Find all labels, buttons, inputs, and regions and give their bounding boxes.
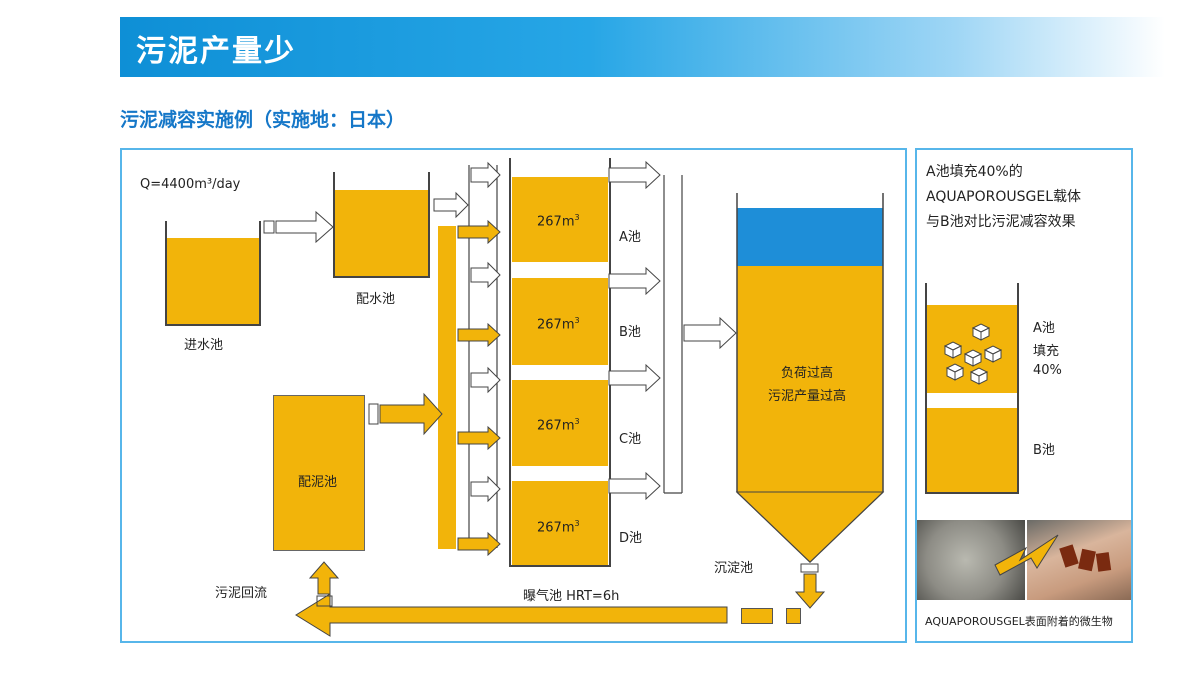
settling-tank-water xyxy=(737,208,883,266)
tank-a-volume: 267m3 xyxy=(537,213,580,230)
inlet-tank xyxy=(165,221,261,326)
aeration-label: 曝气池 HRT=6h xyxy=(523,589,620,604)
distribution-tank-label: 配水池 xyxy=(356,292,396,307)
tank-a-label: A池 xyxy=(619,230,641,245)
comparison-tank-b xyxy=(927,408,1017,492)
comparison-tank xyxy=(925,283,1019,494)
section-title: 污泥减容实施例（实施地：日本） xyxy=(120,109,406,131)
carrier-cubes xyxy=(943,323,1003,385)
arrow-inlet-to-distribution xyxy=(263,210,334,244)
inlet-tank-fill xyxy=(167,238,259,324)
aeration-tank xyxy=(509,158,611,567)
photo-caption: AQUAPOROUSGEL表面附着的微生物 xyxy=(925,615,1113,628)
microbe-photo-left xyxy=(917,520,1025,600)
tank-d-fill xyxy=(512,481,608,565)
comparison-b-label: B池 xyxy=(1033,443,1055,458)
tank-b-volume: 267m3 xyxy=(537,316,580,333)
carrier-photo-right xyxy=(1027,520,1131,600)
comparison-a-label-3: 40% xyxy=(1033,363,1062,378)
tank-a-fill xyxy=(512,177,608,262)
comparison-a-label-2: 填充 xyxy=(1033,344,1060,359)
settling-tank-label: 沉淀池 xyxy=(714,561,754,576)
sludge-distribution-tank xyxy=(273,395,365,551)
side-title-line-2: AQUAPOROUSGEL载体 xyxy=(926,189,1082,205)
distribution-channel xyxy=(438,226,456,549)
inflow-rate-label: Q=4400m³/day xyxy=(140,177,241,192)
tank-b-fill xyxy=(512,278,608,365)
sludge-distribution-tank-label: 配泥池 xyxy=(298,475,338,490)
page-title: 污泥产量少 xyxy=(136,34,296,69)
return-block-1 xyxy=(741,608,773,624)
side-title-line-1: A池填充40%的 xyxy=(926,164,1023,180)
return-block-2 xyxy=(786,608,801,624)
settling-note-1: 负荷过高 xyxy=(781,366,834,381)
tank-b-label: B池 xyxy=(619,325,641,340)
sludge-return-label: 污泥回流 xyxy=(215,586,268,601)
process-diagram-panel xyxy=(120,148,907,643)
distribution-tank-fill xyxy=(335,190,428,276)
tank-c-fill xyxy=(512,380,608,466)
comparison-panel xyxy=(915,148,1133,643)
tank-d-volume: 267m3 xyxy=(537,519,580,536)
distribution-tank xyxy=(333,172,430,278)
settling-tank-sludge xyxy=(737,266,883,492)
header-bar: 污泥产量少 xyxy=(120,17,1165,77)
inlet-tank-label: 进水池 xyxy=(184,338,224,353)
settling-note-2: 污泥产量过高 xyxy=(768,389,847,404)
side-title-line-3: 与B池对比污泥减容效果 xyxy=(926,214,1076,230)
tank-c-label: C池 xyxy=(619,432,642,447)
comparison-a-label-1: A池 xyxy=(1033,321,1055,336)
tank-c-volume: 267m3 xyxy=(537,417,580,434)
tank-d-label: D池 xyxy=(619,531,643,546)
